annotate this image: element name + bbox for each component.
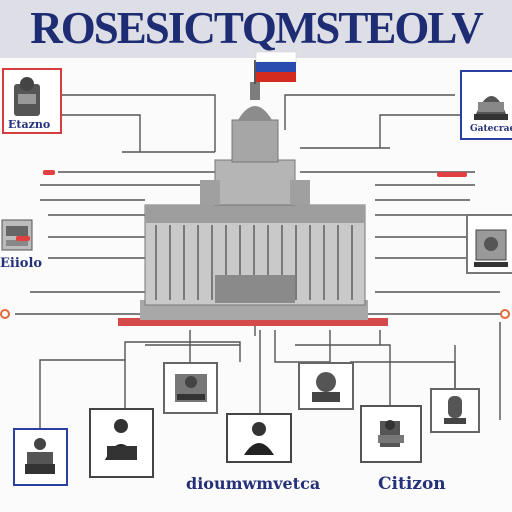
label-bottom-center: dioumwmvetca [186, 474, 321, 493]
camera-icon [312, 372, 340, 402]
label-mid-left: Eiiolo [0, 256, 43, 271]
connector-line [62, 94, 216, 152]
label-top-left: Etazno [8, 118, 51, 131]
microphone-icon [444, 396, 466, 424]
connector-node [0, 309, 10, 319]
connector-line [379, 114, 460, 148]
red-tag [437, 172, 467, 177]
person-icon [244, 422, 274, 455]
connector-line [124, 341, 241, 362]
mid-left-node: Eiiolo [0, 212, 43, 274]
label-top-right: Gatecrae [470, 124, 512, 134]
node-bottom-6 [430, 388, 480, 433]
machine-icon [175, 374, 207, 402]
mid-right-node [466, 214, 512, 274]
connector-line [62, 114, 141, 152]
title-banner: ROSESICTQMSTEOLV [0, 0, 512, 58]
banner-title: ROSESICTQMSTEOLV [30, 3, 484, 53]
red-tag [16, 236, 30, 241]
top-right-node: Gatecrae [460, 70, 512, 140]
top-left-node: Etazno [2, 68, 62, 134]
building-icon [118, 60, 388, 326]
printer-icon [378, 420, 404, 447]
flag-icon [255, 51, 297, 82]
red-tag [43, 170, 55, 175]
connector-line [284, 94, 455, 130]
machine-icon [474, 229, 508, 267]
node-bottom-2 [298, 362, 354, 410]
connector-node [500, 309, 510, 319]
connector-line [39, 359, 126, 428]
node-bottom-4 [226, 413, 292, 463]
person-icon [14, 77, 40, 116]
person-icon [25, 438, 55, 474]
node-bottom-7 [13, 428, 68, 486]
connector-line [274, 330, 330, 363]
person-icon [105, 419, 137, 460]
robot-icon [474, 96, 508, 120]
connector-line [295, 344, 391, 405]
node-bottom-3 [89, 408, 154, 478]
label-bottom-right: Citizon [378, 474, 446, 494]
printer-icon [1, 219, 33, 251]
node-bottom-5 [360, 405, 422, 463]
node-bottom-1 [163, 362, 218, 414]
connector-line [350, 361, 456, 388]
